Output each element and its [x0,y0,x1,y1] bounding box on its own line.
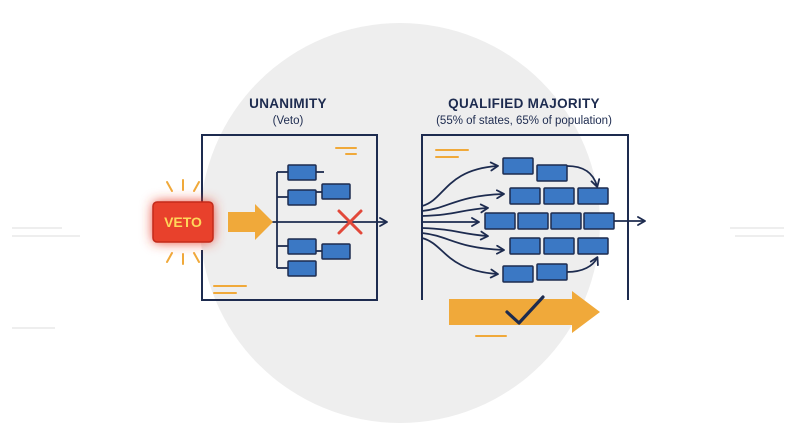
member-box [321,183,351,200]
member-box [509,237,541,255]
qualified-majority-title: QUALIFIED MAJORITY [448,96,600,111]
member-box [577,237,609,255]
member-box [577,187,609,205]
qm-member-boxes [484,157,615,283]
veto-burst-icon [166,179,200,265]
qualified-majority-subtitle: (55% of states, 65% of population) [436,115,612,127]
unanimity-tree-lines [276,171,324,269]
qm-orange-arrow-icon [449,291,600,333]
member-box [321,243,351,260]
member-box [509,187,541,205]
veto-box: VETO [152,201,214,243]
member-box [484,212,516,230]
member-box [583,212,615,230]
qm-dash-top [435,149,469,158]
member-box [502,157,534,175]
faint-side-text-right [730,227,784,237]
checkmark-icon [505,295,545,325]
faint-side-text-left [12,227,80,329]
veto-label: VETO [164,214,202,230]
unanimity-panel: UNANIMITY (Veto) [152,96,388,301]
unanimity-orange-arrow-icon [228,204,273,240]
unanimity-frame [201,134,378,301]
unanimity-dash-top [335,147,357,155]
unanimity-member-boxes [287,164,351,277]
member-box [287,260,317,277]
member-box [287,189,317,206]
member-box [287,238,317,255]
member-box [502,265,534,283]
unanimity-title: UNANIMITY [249,96,327,111]
member-box [517,212,549,230]
qualified-majority-panel: QUALIFIED MAJORITY (55% of states, 65% o… [421,96,646,337]
member-box [536,164,568,182]
member-box [287,164,317,181]
member-box [550,212,582,230]
qm-flow-lines [421,161,601,279]
unanimity-dash-bottom [213,285,247,294]
qualified-majority-frame [421,134,629,300]
member-box [543,237,575,255]
member-box [536,263,568,281]
cross-icon [337,209,363,235]
unanimity-subtitle: (Veto) [273,115,304,127]
member-box [543,187,575,205]
